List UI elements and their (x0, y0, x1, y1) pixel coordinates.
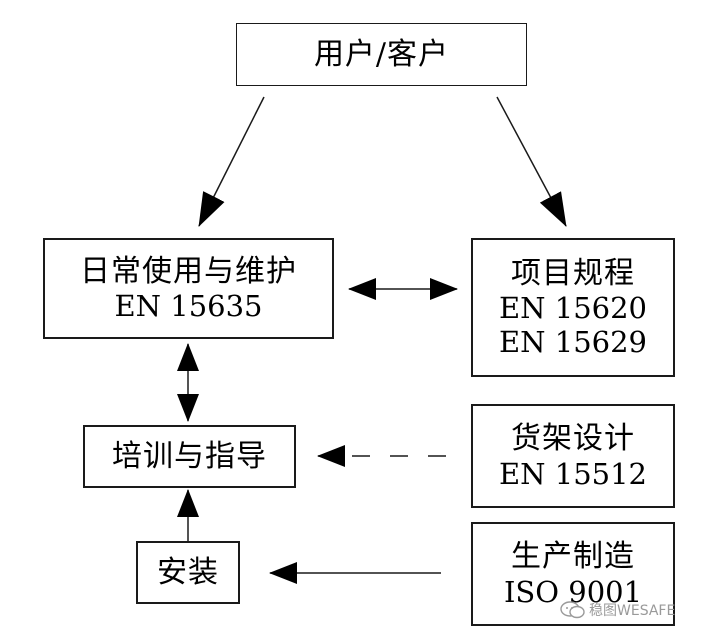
watermark: 稳图WESAFE (560, 600, 675, 620)
customer-label: 用户/客户 (313, 36, 450, 72)
daily-use-box: 日常使用与维护 EN 15635 (43, 238, 334, 339)
rack-design-box: 货架设计 EN 15512 (471, 404, 675, 508)
customer-box: 用户/客户 (236, 23, 527, 86)
rack-design-title: 货架设计 (511, 421, 635, 457)
arrow-customer-to-daily-use (198, 96, 265, 227)
manufacturing-title: 生产制造 (511, 539, 635, 575)
rack-design-standard: EN 15512 (498, 456, 648, 491)
training-label: 培训与指导 (112, 438, 267, 474)
project-spec-title: 项目规程 (511, 255, 635, 291)
project-spec-standard-2: EN 15629 (498, 325, 648, 360)
wechat-icon (560, 601, 585, 619)
project-spec-box: 项目规程 EN 15620 EN 15629 (471, 238, 675, 377)
watermark-text: 稳图WESAFE (589, 603, 676, 619)
installation-label: 安装 (157, 554, 219, 590)
installation-box: 安装 (136, 541, 240, 604)
training-box: 培训与指导 (83, 425, 296, 488)
arrow-customer-to-project-spec (496, 96, 567, 227)
project-spec-standard-1: EN 15620 (498, 290, 648, 325)
daily-use-title: 日常使用与维护 (80, 253, 297, 289)
daily-use-standard: EN 15635 (114, 289, 263, 324)
manufacturing-box: 生产制造 ISO 9001 (471, 522, 675, 626)
